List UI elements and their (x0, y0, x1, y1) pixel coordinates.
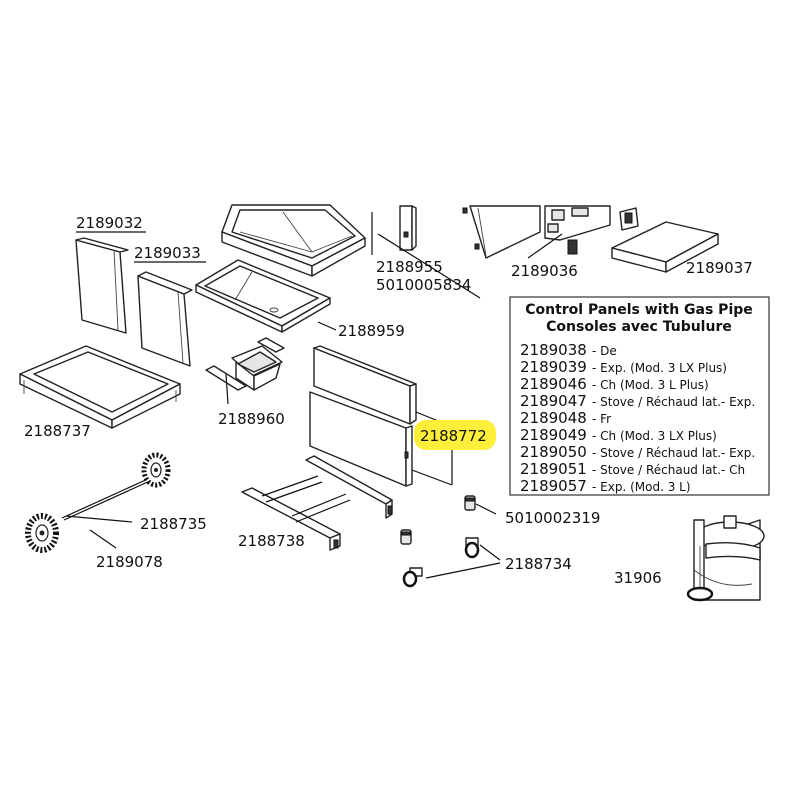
part-number-2189033[interactable]: 2189033 (134, 244, 201, 262)
leveling-feet-5010002319 (400, 495, 497, 545)
part-number-5010002319[interactable]: 5010002319 (505, 509, 600, 527)
side-panel-2189032 (75, 237, 129, 334)
control-panels-box: Control Panels with Gas Pipe Consoles av… (509, 296, 770, 496)
control-panel-description: - Stove / Réchaud lat.- Exp. (592, 395, 755, 409)
control-panel-description: - Ch (Mod. 3 L Plus) (592, 378, 709, 392)
side-panel-2189033 (137, 271, 193, 367)
control-panel-description: - Stove / Réchaud lat.- Exp. (592, 446, 755, 460)
back-frame (544, 205, 639, 255)
part-number-31906[interactable]: 31906 (614, 569, 662, 587)
casters-2188734 (402, 537, 501, 588)
part-number-2188955[interactable]: 2188955 (376, 258, 443, 276)
part-number-2189036[interactable]: 2189036 (511, 262, 578, 280)
gas-cylinder-31906 (686, 515, 765, 602)
wheel-2189078 (25, 513, 59, 553)
control-panel-number[interactable]: 2189046 (520, 375, 587, 393)
control-panels-subtitle: Consoles avec Tubulure (546, 319, 732, 335)
part-number-2188960[interactable]: 2188960 (218, 410, 285, 428)
part-number-2188738[interactable]: 2188738 (238, 532, 305, 550)
control-panels-rows: 2189038 - De 2189039 - Exp. (Mod. 3 LX Plus… (520, 341, 755, 495)
brackets-2188960 (205, 337, 285, 391)
axle-2188735 (61, 477, 153, 521)
control-panel-number[interactable]: 2189047 (520, 392, 587, 410)
leader-lines (65, 231, 563, 549)
grease-tray-top (221, 204, 366, 277)
part-number-2188772[interactable]: 2188772 (420, 427, 487, 445)
base-frame-2188738 (241, 455, 393, 551)
vertical-post-2188955 (371, 205, 417, 255)
part-number-2189032[interactable]: 2189032 (76, 214, 143, 232)
control-panel-description: - Stove / Réchaud lat.- Ch (592, 463, 745, 477)
control-panel-description: - Exp. (Mod. 3 LX Plus) (592, 361, 727, 375)
part-number-2188734[interactable]: 2188734 (505, 555, 572, 573)
back-panel-2189036 (462, 205, 541, 259)
part-number-2189078[interactable]: 2189078 (96, 553, 163, 571)
control-panel-number[interactable]: 2189038 (520, 341, 587, 359)
control-panel-description: - De (592, 344, 617, 358)
control-panel-number[interactable]: 2189051 (520, 460, 587, 478)
wheel-right (141, 452, 171, 488)
part-number-2188959[interactable]: 2188959 (338, 322, 405, 340)
part-number-5010005834[interactable]: 5010005834 (376, 276, 471, 294)
side-shelf-2189037 (611, 221, 719, 273)
control-panel-number[interactable]: 2189048 (520, 409, 587, 427)
control-panel-number[interactable]: 2189049 (520, 426, 587, 444)
front-panels-2188772 (309, 345, 453, 487)
wire-shelf-2188737 (19, 345, 181, 429)
part-number-2189037[interactable]: 2189037 (686, 259, 753, 277)
control-panel-number[interactable]: 2189050 (520, 443, 587, 461)
part-highlight (414, 420, 496, 450)
part-number-2188737[interactable]: 2188737 (24, 422, 91, 440)
control-panel-number[interactable]: 2189039 (520, 358, 587, 376)
control-panels-title: Control Panels with Gas Pipe (525, 302, 753, 318)
control-panel-description: - Ch (Mod. 3 LX Plus) (592, 429, 717, 443)
control-panel-description: - Exp. (Mod. 3 L) (592, 480, 691, 494)
control-panel-number[interactable]: 2189057 (520, 477, 587, 495)
part-number-2188735[interactable]: 2188735 (140, 515, 207, 533)
control-panel-description: - Fr (592, 412, 611, 426)
inner-tray-2188959 (195, 259, 337, 333)
